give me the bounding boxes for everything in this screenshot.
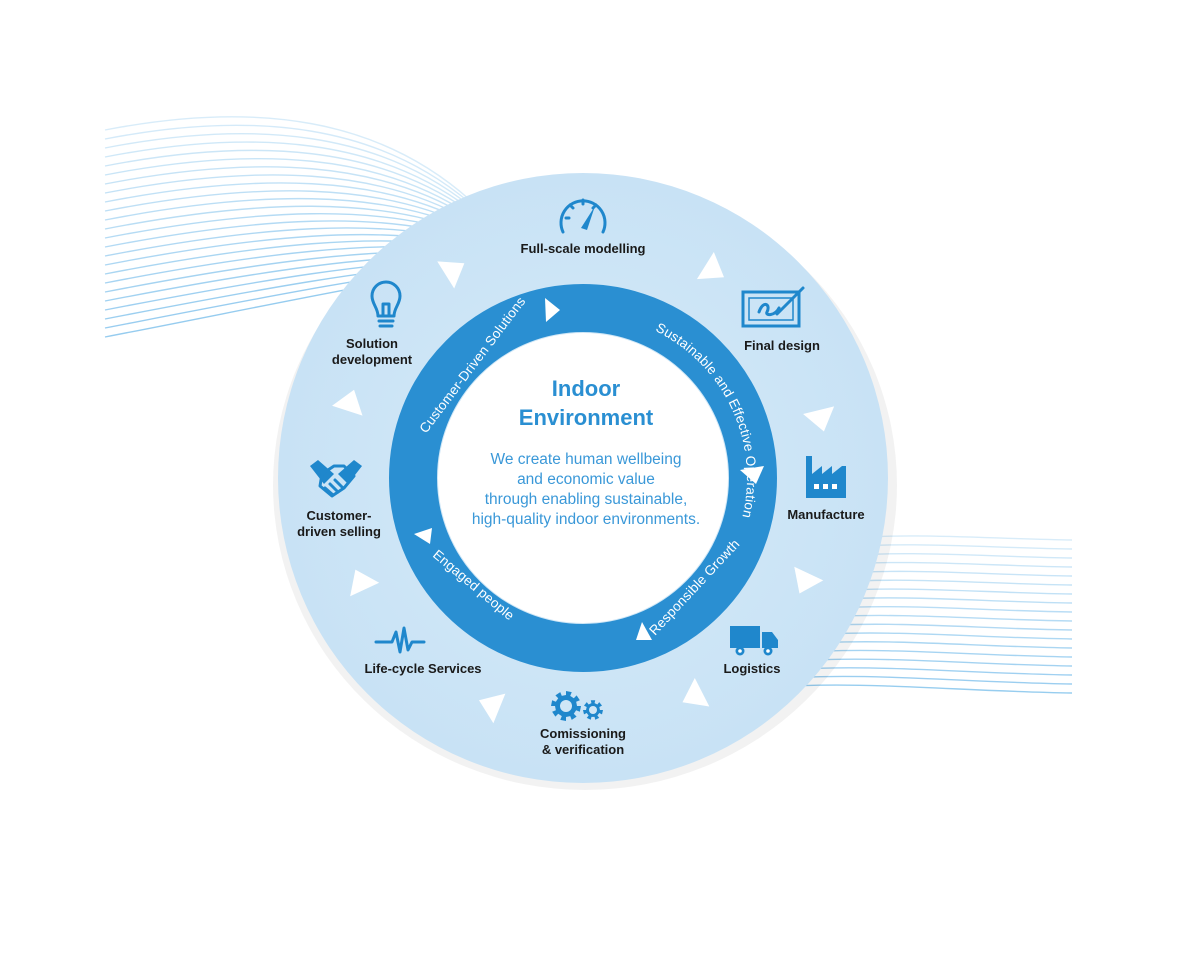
- flow-arrow: [682, 678, 710, 707]
- speedometer-icon: [559, 198, 607, 234]
- flow-arrow: [437, 261, 465, 289]
- wave-line: [104, 182, 471, 225]
- wave-line: [104, 124, 471, 204]
- ring-arrow: [545, 298, 560, 322]
- stage-label-selling-1: Customer-: [306, 508, 371, 523]
- center-desc-line: through enabling sustainable,: [485, 491, 688, 508]
- flow-arrow: [350, 569, 380, 597]
- center-desc-line: We create human wellbeing: [491, 451, 682, 468]
- wave-line: [104, 190, 471, 228]
- pulse-icon: [374, 626, 426, 654]
- center-circle: [438, 333, 728, 623]
- center-desc-line: and economic value: [517, 471, 655, 488]
- flow-arrow: [478, 693, 506, 724]
- flow-arrows: [332, 251, 835, 724]
- stage-label-commissioning-2: & verification: [542, 742, 624, 757]
- flow-arrow: [696, 251, 725, 280]
- stage-label-commissioning-1: Comissioning: [540, 726, 626, 741]
- stage-label-full-scale: Full-scale modelling: [521, 241, 646, 256]
- center-desc-line: high-quality indoor environments.: [472, 511, 700, 528]
- ring-arrow: [636, 622, 652, 640]
- center-title-line2: Environment: [519, 405, 654, 430]
- flow-arrow: [803, 406, 835, 432]
- wave-line: [104, 166, 471, 219]
- stage-label-solution-1: Solution: [346, 336, 398, 351]
- wave-line: [104, 116, 471, 201]
- center-title-line1: Indoor: [552, 376, 621, 401]
- wave-line: [104, 174, 471, 222]
- stage-label-logistics: Logistics: [723, 661, 780, 676]
- stage-label-solution-2: development: [332, 352, 413, 367]
- wave-line: [104, 132, 471, 207]
- wave-line: [104, 141, 471, 210]
- wave-line: [104, 157, 471, 216]
- stage-label-lifecycle: Life-cycle Services: [364, 661, 481, 676]
- handshake-icon: [310, 460, 362, 498]
- stage-label-manufacture: Manufacture: [787, 507, 864, 522]
- ring-arrows: [414, 298, 764, 640]
- truck-icon: [730, 626, 778, 656]
- stage-label-final-design: Final design: [744, 338, 820, 353]
- ring-arrow: [740, 466, 764, 484]
- lightbulb-icon: [370, 280, 402, 328]
- factory-icon: [806, 456, 846, 498]
- gears-icon: [551, 691, 603, 721]
- stage-label-selling-2: driven selling: [297, 524, 381, 539]
- flow-arrow: [332, 389, 363, 416]
- wave-line: [104, 149, 471, 213]
- flow-arrow: [794, 566, 824, 594]
- drawing-tablet-icon: [741, 286, 805, 328]
- ring-arrow: [414, 528, 432, 544]
